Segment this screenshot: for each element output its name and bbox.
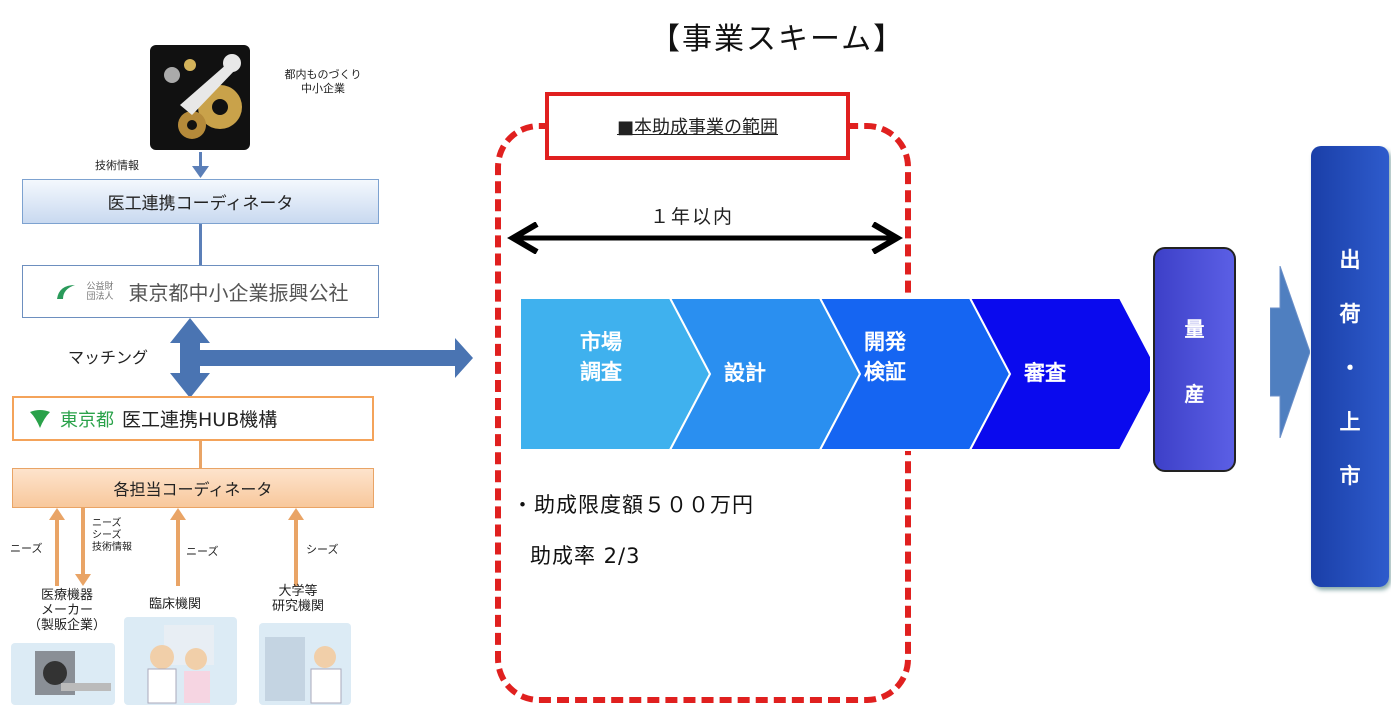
needs-seeds-label: ニーズ シーズ 技術情報 bbox=[92, 518, 132, 553]
step-market-research: 市場調査 bbox=[580, 330, 622, 384]
needs-label-1: ニーズ bbox=[10, 542, 43, 555]
page-title: 【事業スキーム】 bbox=[650, 22, 906, 57]
step-design: 設計 bbox=[724, 361, 766, 385]
process-chevrons bbox=[520, 298, 1150, 451]
scope-label-box: ■本助成事業の範囲 bbox=[545, 92, 850, 160]
hub-box: 東京都 医工連携HUB機構 bbox=[12, 396, 374, 441]
univ-label: 大学等 研究機関 bbox=[271, 584, 324, 614]
maker-label: 医療機器 メーカー （製販企業） bbox=[27, 588, 106, 633]
connector-line-2 bbox=[199, 441, 202, 468]
medical-device-icon bbox=[11, 643, 115, 705]
needs-arrows bbox=[49, 508, 304, 586]
process-chevron-3 bbox=[968, 298, 1150, 451]
clinic-label: 臨床機関 bbox=[148, 597, 201, 612]
arrow-down-1 bbox=[199, 152, 202, 172]
step-dev-verify: 開発検証 bbox=[864, 330, 906, 384]
duration-arrow bbox=[507, 222, 903, 254]
arrow-head-icon bbox=[192, 166, 209, 178]
duration-label: １年以内 bbox=[650, 206, 735, 228]
needs-label-2: ニーズ bbox=[186, 545, 219, 558]
kosha-box: 公益財団法人 東京都中小企業振興公社 bbox=[22, 265, 379, 318]
clinic-staff-icon bbox=[124, 617, 237, 705]
matching-arrows bbox=[170, 318, 473, 398]
kosha-logo-icon bbox=[56, 284, 75, 299]
coordinator-box: 医工連携コーディネータ bbox=[22, 179, 379, 224]
connector-line-1 bbox=[199, 224, 202, 265]
research-lab-icon bbox=[259, 623, 351, 705]
release-box: 出 荷 ・ 上 市 bbox=[1311, 146, 1389, 587]
gear-wrench-icon bbox=[150, 45, 250, 150]
subsidy-rate: 助成率 2/3 bbox=[530, 544, 641, 568]
tokyo-logo-icon bbox=[30, 409, 50, 428]
seeds-label: シーズ bbox=[306, 543, 339, 556]
coordinators-box: 各担当コーディネータ bbox=[12, 468, 374, 508]
matching-label: マッチング bbox=[68, 348, 149, 367]
to-release-arrow bbox=[1270, 266, 1310, 438]
subsidy-limit: ・助成限度額５００万円 bbox=[512, 493, 754, 517]
tech-info-label: 技術情報 bbox=[95, 159, 139, 172]
company-label: 都内ものづくり 中小企業 bbox=[284, 68, 362, 95]
mass-production-box: 量 産 bbox=[1153, 247, 1236, 472]
step-review: 審査 bbox=[1024, 361, 1066, 385]
